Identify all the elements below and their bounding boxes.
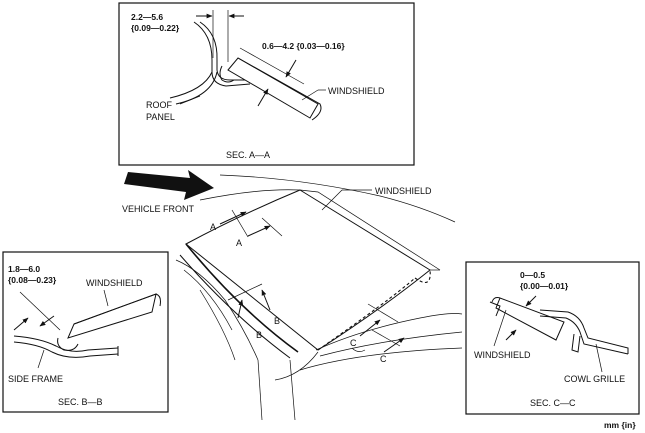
section-aa-panel: 2.2—5.6 {0.09—0.22} 0.6—4.2 {0.03—0.16} … [118,2,415,166]
cc-windshield-glass [495,297,565,341]
bb-dim-in: {0.08—0.23} [8,275,57,285]
aa-title: SEC. A—A [226,150,270,160]
vehicle-main-view: A A B B C C WINDSHIELD [175,174,463,421]
aa-windshield-label: WINDSHIELD [328,86,385,96]
section-bb-panel: 1.8—6.0 {0.08—0.23} WINDSHIELD SIDE FRAM… [2,251,169,413]
section-marker-b1: B [256,330,262,340]
aa-dim-mm: 2.2—5.6 [131,12,163,22]
aa-roof-label-1: ROOF [146,100,173,110]
section-marker-a2: A [236,238,242,248]
cc-dim-mm: 0—0.5 [520,270,545,280]
cc-title: SEC. C—C [530,398,576,408]
main-windshield-label: WINDSHIELD [375,186,432,196]
section-marker-c1: C [350,338,357,348]
aa-dim-in: {0.09—0.22} [131,23,180,33]
bb-dim-mm: 1.8—6.0 [8,264,40,274]
section-cc-panel: 0—0.5 {0.00—0.01} WINDSHIELD COWL GRILLE… [465,261,640,415]
bb-title: SEC. B—B [58,397,103,407]
section-marker-a1: A [210,222,216,232]
cc-windshield-label: WINDSHIELD [474,350,531,360]
aa-roof-label-2: PANEL [146,112,175,122]
bb-side-frame-label: SIDE FRAME [8,374,63,384]
section-marker-c2: C [380,354,387,364]
windshield-outline [185,189,431,351]
units-label: mm {in} [604,420,636,430]
bb-windshield-label: WINDSHIELD [86,278,143,288]
cc-dim-in: {0.00—0.01} [520,281,569,291]
section-marker-b2: B [274,316,280,326]
aa-windshield-glass [227,57,319,119]
aa-gap-dim: 0.6—4.2 {0.03—0.16} [262,41,345,51]
vehicle-front-arrow: VEHICLE FRONT [122,170,214,214]
vehicle-front-label: VEHICLE FRONT [122,204,195,214]
cc-cowl-label: COWL GRILLE [564,374,625,384]
